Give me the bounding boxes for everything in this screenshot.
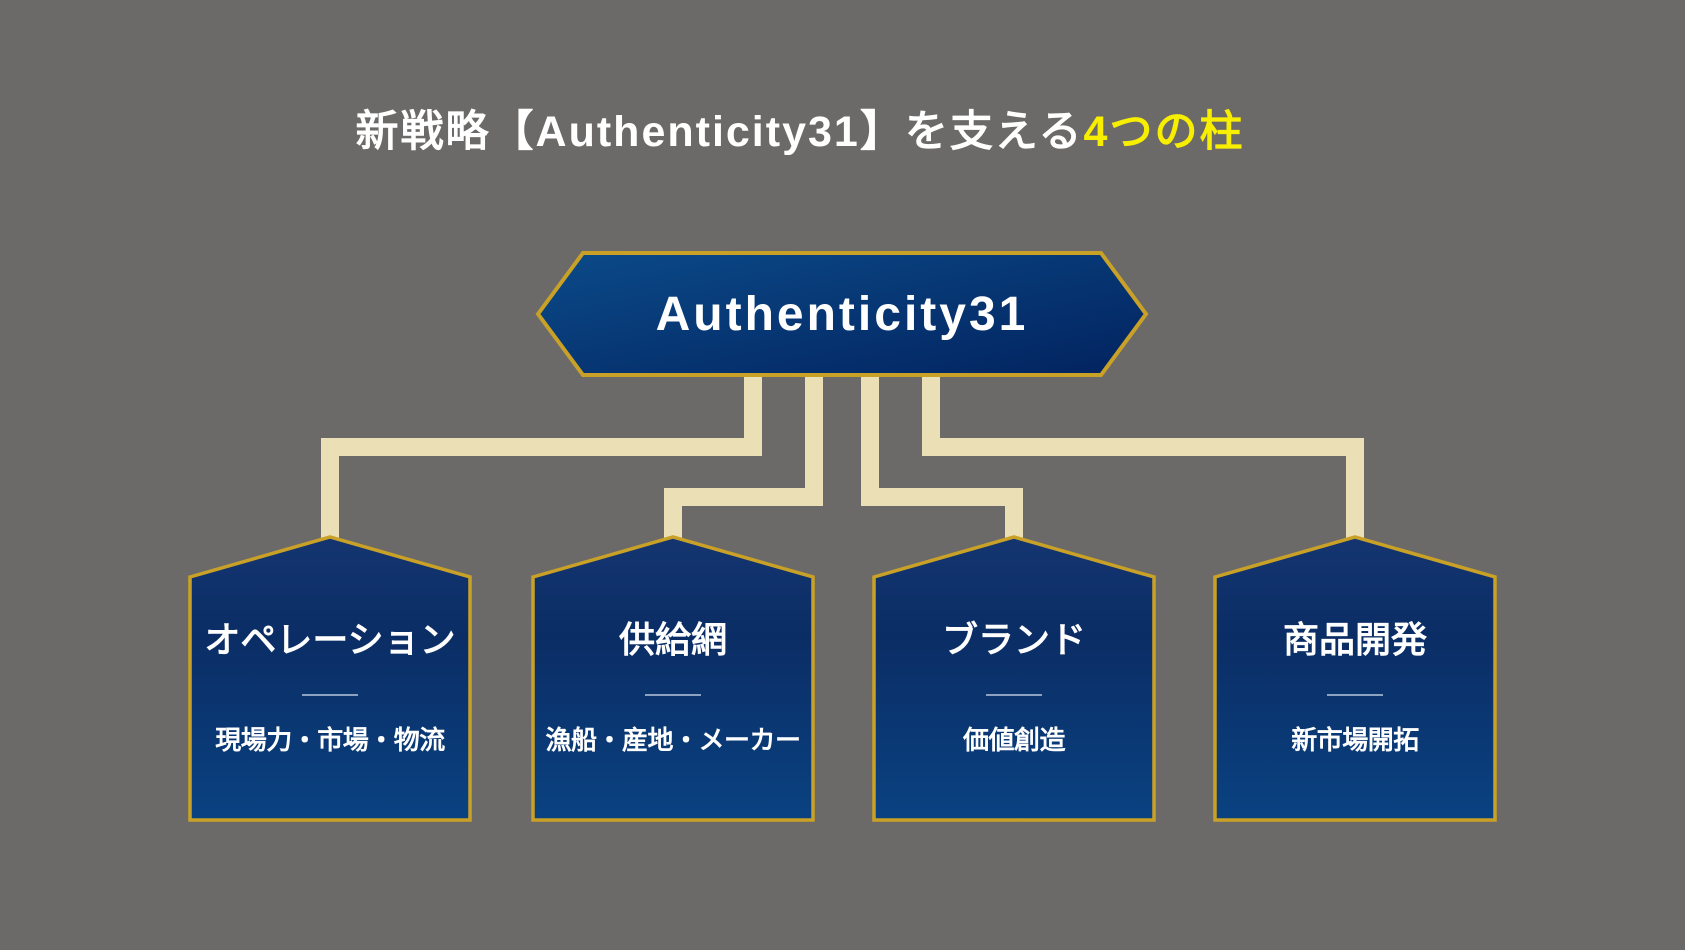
pillar-subtitle: 価値創造	[962, 725, 1066, 755]
pillar-block-brand: ブランド 価値創造	[874, 537, 1154, 822]
connector-pillar-1	[321, 372, 762, 548]
strategy-label: Authenticity31	[655, 287, 1029, 341]
pillar-house-3	[872, 535, 1156, 822]
connector-pillar-4	[922, 372, 1364, 548]
pillar-house-4	[1213, 535, 1497, 822]
pillar-block-operation: オペレーション 現場力・市場・物流	[190, 537, 470, 822]
pillar-block-product-development: 商品開発 新市場開拓	[1215, 537, 1495, 822]
pillar-subtitle: 新市場開拓	[1291, 725, 1419, 755]
pillar-block-supply-network: 供給網 漁船・産地・メーカー	[533, 537, 813, 822]
page-title-text: 新戦略【Authenticity31】を支える	[355, 108, 1084, 156]
pillar-subtitle: 現場力・市場・物流	[215, 725, 445, 755]
pillar-divider	[1327, 694, 1383, 696]
connector-lines	[321, 372, 1364, 552]
pillar-title: 商品開発	[1282, 619, 1427, 660]
pillar-subtitle: 漁船・産地・メーカー	[545, 725, 801, 755]
pillar-house-1	[188, 535, 472, 822]
pillar-divider	[986, 694, 1042, 696]
pillar-title: 供給網	[618, 619, 727, 660]
connector-pillar-2	[664, 372, 823, 552]
pillar-title: ブランド	[941, 619, 1086, 660]
connector-pillar-3	[861, 372, 1023, 552]
strategy-hexagon	[535, 251, 1149, 377]
page-title: 新戦略【Authenticity31】を支える4つの柱	[356, 97, 1245, 159]
pillar-divider	[645, 694, 701, 696]
pillar-house-2	[531, 535, 815, 822]
page-title-highlight: 4つの柱	[1083, 108, 1245, 156]
pillar-title: オペレーション	[204, 619, 456, 660]
pillar-divider	[302, 694, 358, 696]
